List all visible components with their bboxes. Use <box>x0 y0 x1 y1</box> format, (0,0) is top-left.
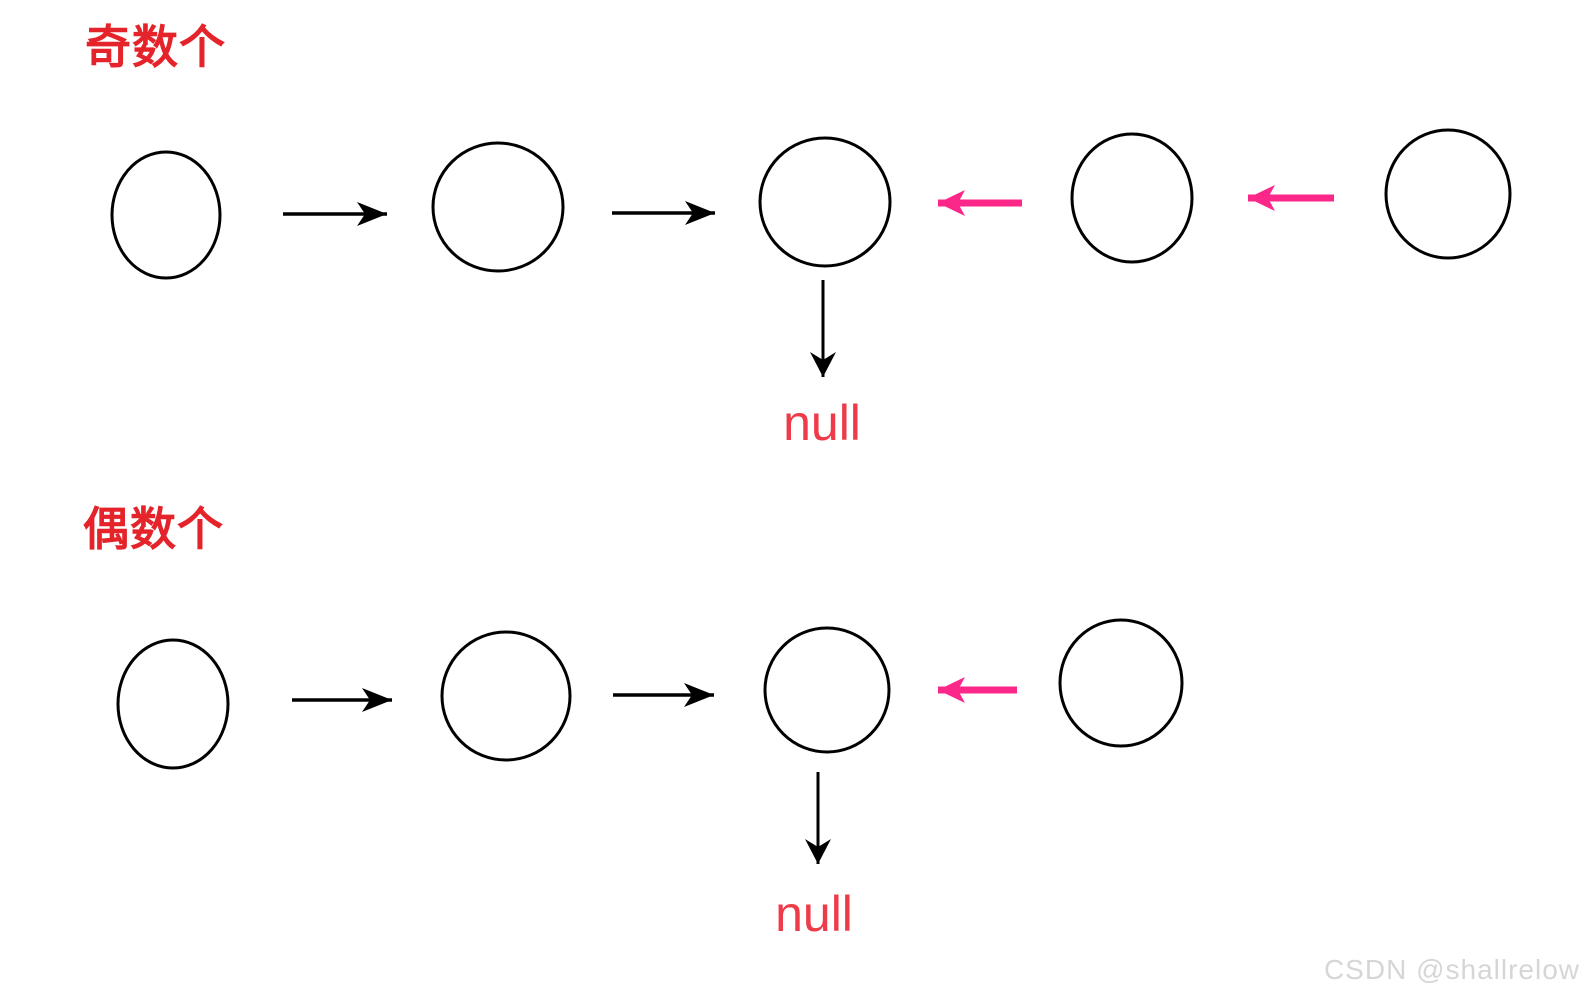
even-list-row <box>116 618 1184 864</box>
list-node-circle <box>110 150 222 280</box>
list-node-circle <box>1070 132 1194 264</box>
odd-list-row <box>110 128 1512 377</box>
list-node-circle <box>1058 618 1184 748</box>
null-label-even: null <box>775 886 853 942</box>
null-label-odd: null <box>783 395 861 451</box>
csdn-watermark: CSDN @shallrelow <box>1323 954 1580 985</box>
list-node-circle <box>440 630 572 762</box>
list-node-circle <box>763 626 891 754</box>
list-node-circle <box>1384 128 1512 260</box>
section-label-odd: 奇数个 <box>85 21 226 73</box>
list-node-circle <box>758 136 892 268</box>
section-label-even: 偶数个 <box>83 503 224 555</box>
list-node-circle <box>431 141 565 273</box>
list-node-circle <box>116 638 230 770</box>
